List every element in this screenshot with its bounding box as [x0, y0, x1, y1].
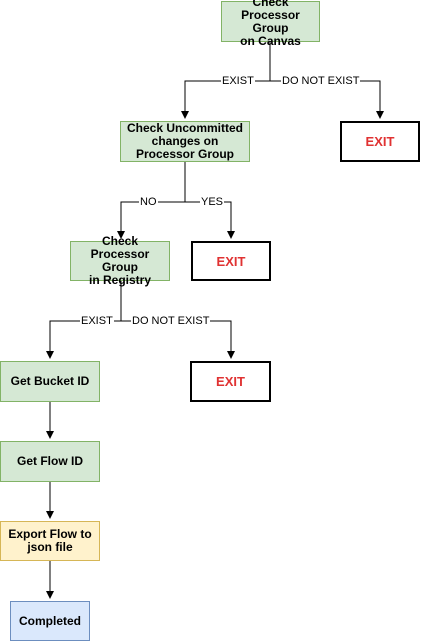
node-check-uncommitted: Check Uncommitted changes on Processor G… — [120, 121, 250, 162]
node-export-flow: Export Flow to json file — [0, 521, 100, 561]
node-check-registry: Check Processor Group in Registry — [70, 235, 170, 287]
node-completed: Completed — [10, 601, 90, 641]
edge-label-registry-not-exist: DO NOT EXIST — [131, 315, 211, 327]
edge-label-uncommitted-yes: YES — [200, 196, 225, 208]
node-exit-uncommitted: EXIT — [191, 241, 271, 281]
edge-label-registry-exist: EXIST — [80, 315, 114, 327]
node-get-bucket: Get Bucket ID — [0, 361, 100, 402]
node-get-flow: Get Flow ID — [0, 441, 100, 482]
edge-label-canvas-exist: EXIST — [221, 75, 255, 87]
edge-label-uncommitted-no: NO — [139, 196, 158, 208]
node-exit-registry: EXIT — [190, 361, 271, 402]
edge-label-canvas-not-exist: DO NOT EXIST — [281, 75, 361, 87]
node-check-canvas: Check Processor Group on Canvas — [221, 0, 320, 47]
node-exit-canvas: EXIT — [340, 121, 420, 162]
